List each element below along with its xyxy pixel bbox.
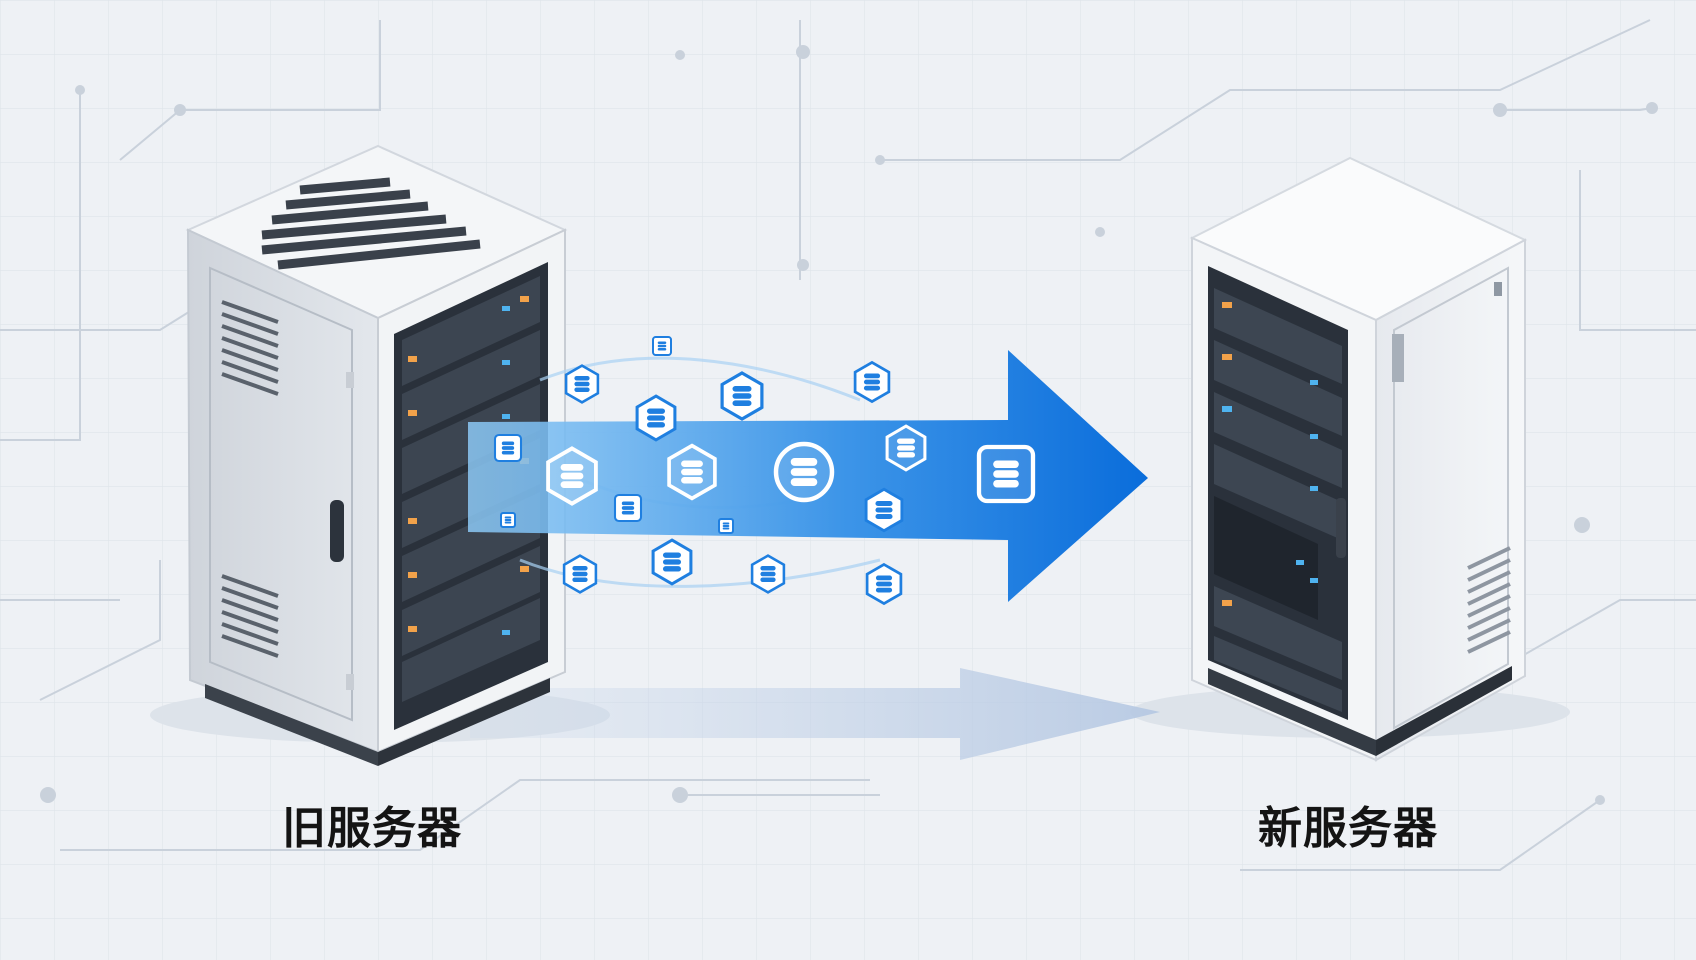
floor-arrow-shadow <box>470 668 1160 760</box>
database-icon <box>885 424 927 472</box>
database-icon <box>493 433 523 463</box>
database-icon <box>750 554 786 594</box>
database-icon <box>976 444 1036 504</box>
database-icon <box>720 371 764 421</box>
database-icon <box>864 487 904 533</box>
new-server-label: 新服务器 <box>1258 803 1438 854</box>
database-icon <box>652 336 672 356</box>
old-server-label: 旧服务器 <box>282 803 462 854</box>
database-icon <box>613 493 643 523</box>
database-icon <box>564 364 600 404</box>
database-icon <box>635 394 677 442</box>
circuit-nodes <box>40 45 1658 805</box>
database-icon <box>500 512 516 528</box>
data-packets <box>493 336 1036 606</box>
database-icon <box>718 518 734 534</box>
database-icon <box>865 562 903 606</box>
database-icon <box>667 443 717 501</box>
database-icon <box>562 554 598 594</box>
database-icon <box>651 538 693 586</box>
database-icon <box>546 446 598 506</box>
new-server-rack-icon <box>1189 156 1528 762</box>
database-icon <box>773 441 835 503</box>
database-icon <box>853 360 891 404</box>
